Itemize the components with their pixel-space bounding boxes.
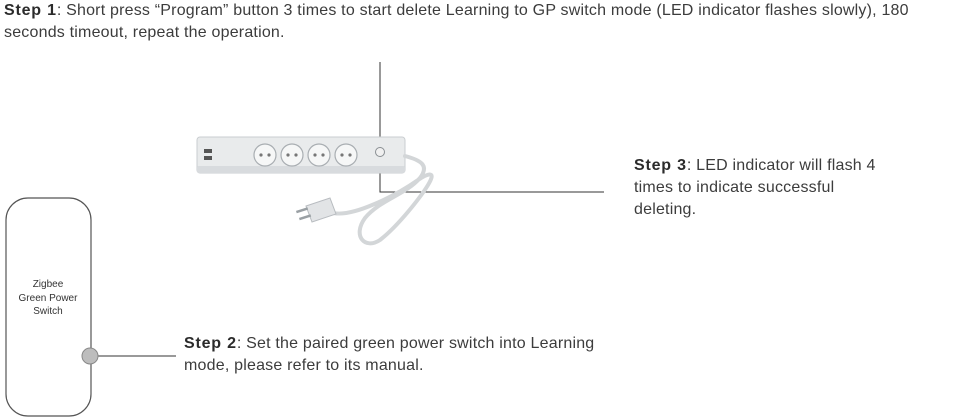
- step3-leader-line: [379, 62, 604, 193]
- socket-icon: [307, 143, 331, 167]
- socket-icon: [334, 143, 358, 167]
- step2-instruction: Step 2: Set the paired green power switc…: [184, 333, 624, 377]
- power-cable-icon: [328, 154, 434, 246]
- switch-label-line1: Zigbee: [32, 279, 64, 290]
- step1-instruction: Step 1: Short press “Program” button 3 t…: [4, 0, 974, 44]
- power-strip-icon: [196, 136, 406, 174]
- step3-instruction: Step 3: LED indicator will flash 4 times…: [634, 155, 894, 221]
- step3-label: Step 3: [634, 157, 687, 174]
- button-dot-icon[interactable]: [81, 347, 99, 365]
- socket-icon: [253, 143, 277, 167]
- socket-icon: [280, 143, 304, 167]
- switch-label-line2: Green Power: [18, 292, 78, 304]
- step3-text: : LED indicator will flash 4 times to in…: [634, 157, 876, 218]
- usb-port-icon: [204, 156, 212, 160]
- switch-device-label: Zigbee Green Power Switch: [6, 278, 90, 319]
- step1-label: Step 1: [4, 2, 57, 19]
- led-indicator-icon[interactable]: [375, 147, 385, 157]
- green-power-switch-outline: [5, 197, 92, 417]
- step2-text: : Set the paired green power switch into…: [184, 335, 595, 374]
- step1-text: : Short press “Program” button 3 times t…: [4, 2, 909, 41]
- switch-label-line3: Switch: [33, 306, 63, 317]
- step2-label: Step 2: [184, 335, 237, 352]
- usb-port-icon: [204, 149, 212, 153]
- plug-icon: [295, 197, 337, 223]
